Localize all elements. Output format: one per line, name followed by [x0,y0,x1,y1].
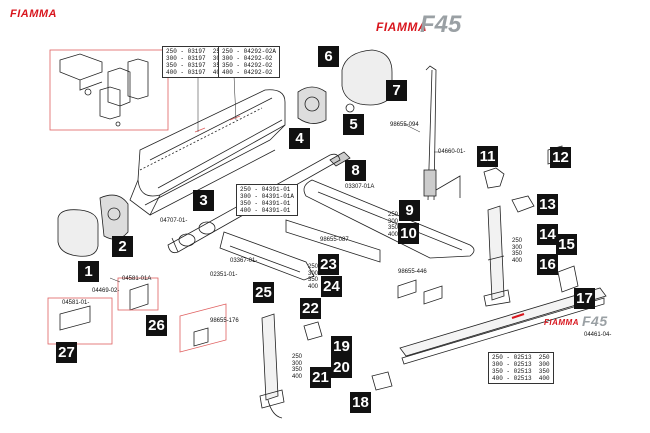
upper-arm-part [285,179,475,263]
lower-arm-part [219,231,315,281]
ref-03367: 03367-01- [230,258,258,264]
callout-10: 10 [398,223,419,244]
bracket-kit-frame [49,49,169,131]
model-label: F45 [420,11,462,38]
ref-04461: 04461-04- [584,332,612,338]
callout-21: 21 [310,367,331,388]
ref-98655-176: 98655-176 [210,318,239,324]
callout-23: 23 [318,254,339,275]
ref-04660: 04660-01- [438,149,466,155]
callout-4: 4 [289,128,310,149]
support-leg-right-part [483,205,511,307]
callout-19: 19 [331,336,352,357]
callout-13: 13 [537,194,558,215]
callout-7: 7 [386,80,407,101]
end-cap-right-part [297,49,393,167]
callout-24: 24 [321,276,342,297]
rail-model: F45 [582,313,608,329]
ref-98655-446: 98655-446 [398,269,427,275]
cassette-housing-part [129,89,286,216]
callout-22: 22 [300,298,321,319]
callout-25: 25 [253,282,274,303]
ref-04581a: 04581-01A [122,276,152,282]
callout-15: 15 [556,234,577,255]
callout-20: 20 [331,357,352,378]
crank-rod-part [423,65,461,201]
support-leg-left-part [259,313,285,419]
ref-03307: 03307-01A [345,184,375,190]
roller-tube-part [167,153,341,254]
ref-98655-087: 98655-087 [320,237,349,243]
callout-6: 6 [318,46,339,67]
ref-04581: 04581-01- [62,300,90,306]
callout-26: 26 [146,315,167,336]
ref-04469: 04469-02- [92,288,120,294]
callout-2: 2 [112,236,133,257]
small-bracket-parts [59,145,579,391]
callout-8: 8 [345,160,366,181]
callout-27: 27 [56,342,77,363]
callout-16: 16 [537,254,558,275]
rail-logo: FIAMMA [544,318,579,327]
brand-logo-center: FIAMMA [376,20,427,34]
brand-logo-left: FIAMMA [10,8,57,20]
ref-98655-094: 98655-094 [390,122,419,128]
callout-14: 14 [537,224,558,245]
callout-18: 18 [350,392,371,413]
leader-lines [109,70,440,283]
end-cap-left-part [57,194,129,257]
callout-9: 9 [399,200,420,221]
ref-04707: 04707-01- [160,218,188,224]
callout-11: 11 [477,146,498,167]
callout-5: 5 [343,114,364,135]
callout-3: 3 [193,190,214,211]
ref-02351: 02351-01- [210,272,238,278]
callout-17: 17 [574,288,595,309]
wall-bracket-part [59,53,149,127]
front-rail-part [399,287,607,365]
callout-12: 12 [550,147,571,168]
callout-1: 1 [78,261,99,282]
